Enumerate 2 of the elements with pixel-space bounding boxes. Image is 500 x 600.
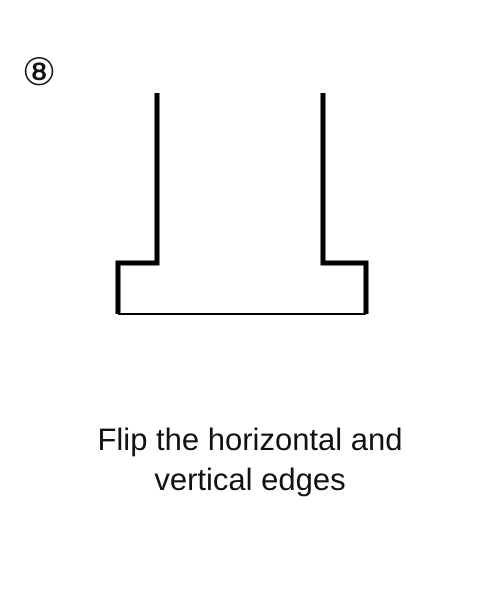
callout-number: ⑧ [22, 50, 56, 94]
caption: Flip the horizontal and vertical edges [96, 421, 404, 499]
